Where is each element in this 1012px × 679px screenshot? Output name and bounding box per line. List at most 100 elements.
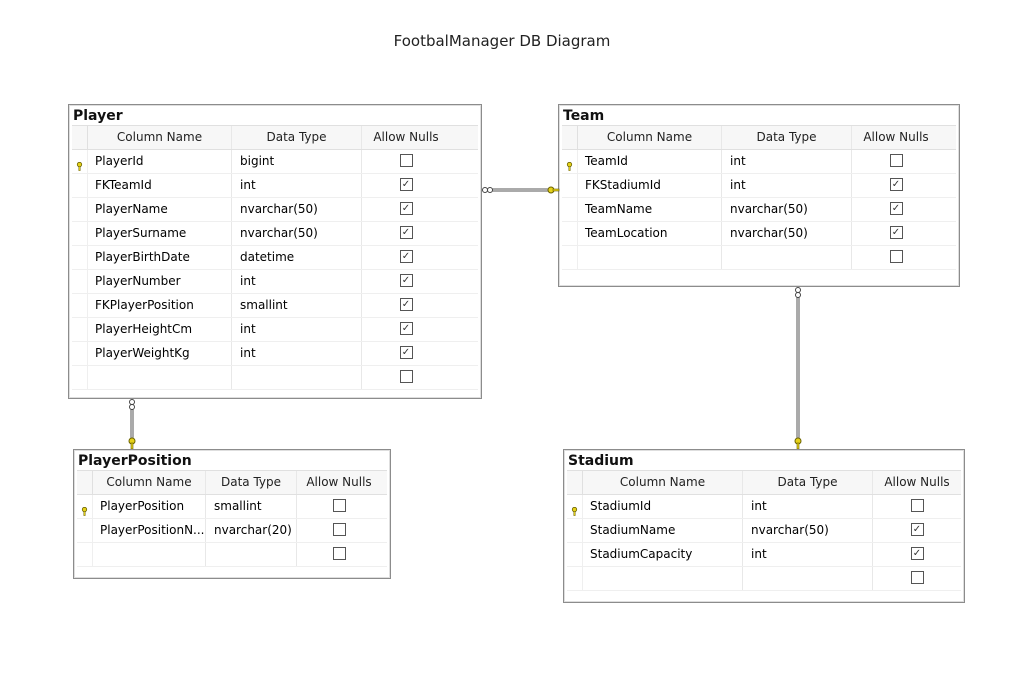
allow-nulls-checkbox[interactable] <box>910 499 924 512</box>
column-name-cell[interactable]: PlayerWeightKg <box>88 342 232 365</box>
allow-nulls-checkbox[interactable] <box>910 571 924 584</box>
data-type-cell[interactable]: int <box>232 342 362 365</box>
row-selector[interactable] <box>72 366 88 389</box>
column-name-cell[interactable]: PlayerSurname <box>88 222 232 245</box>
data-type-cell[interactable]: int <box>722 150 852 173</box>
allow-nulls-checkbox[interactable]: ✓ <box>910 547 924 560</box>
data-type-cell[interactable] <box>232 366 362 389</box>
table-row[interactable] <box>567 567 961 591</box>
column-name-cell[interactable]: TeamId <box>578 150 722 173</box>
data-type-cell[interactable]: bigint <box>232 150 362 173</box>
data-type-cell[interactable] <box>722 246 852 269</box>
column-name-cell[interactable]: TeamName <box>578 198 722 221</box>
relationship-team-stadium[interactable] <box>788 285 808 449</box>
column-name-cell[interactable]: PlayerPosition <box>93 495 206 518</box>
allow-nulls-checkbox[interactable] <box>332 499 346 512</box>
data-type-cell[interactable]: nvarchar(50) <box>232 222 362 245</box>
data-type-cell[interactable]: int <box>232 270 362 293</box>
column-name-cell[interactable] <box>93 543 206 566</box>
row-selector[interactable] <box>567 543 583 566</box>
column-name-cell[interactable]: TeamLocation <box>578 222 722 245</box>
row-selector[interactable] <box>562 150 578 173</box>
allow-nulls-checkbox[interactable] <box>889 250 903 263</box>
allow-nulls-checkbox[interactable]: ✓ <box>399 298 413 311</box>
allow-nulls-checkbox[interactable]: ✓ <box>399 178 413 191</box>
allow-nulls-checkbox[interactable] <box>332 523 346 536</box>
data-type-cell[interactable]: smallint <box>206 495 297 518</box>
allow-nulls-checkbox[interactable] <box>399 370 413 383</box>
allow-nulls-checkbox[interactable] <box>332 547 346 560</box>
column-name-cell[interactable]: PlayerName <box>88 198 232 221</box>
data-type-cell[interactable]: int <box>232 318 362 341</box>
table-row[interactable]: PlayerPositionN...nvarchar(20) <box>77 519 387 543</box>
row-selector[interactable] <box>77 495 93 518</box>
table-row[interactable] <box>72 366 478 390</box>
allow-nulls-checkbox[interactable]: ✓ <box>399 322 413 335</box>
column-name-cell[interactable]: StadiumName <box>583 519 743 542</box>
data-type-cell[interactable]: smallint <box>232 294 362 317</box>
allow-nulls-checkbox[interactable]: ✓ <box>889 178 903 191</box>
column-name-cell[interactable] <box>88 366 232 389</box>
column-name-cell[interactable]: StadiumId <box>583 495 743 518</box>
row-selector[interactable] <box>77 543 93 566</box>
row-selector[interactable] <box>567 495 583 518</box>
data-type-cell[interactable]: nvarchar(50) <box>722 198 852 221</box>
column-name-cell[interactable]: PlayerHeightCm <box>88 318 232 341</box>
allow-nulls-checkbox[interactable]: ✓ <box>399 274 413 287</box>
row-selector[interactable] <box>562 198 578 221</box>
row-selector[interactable] <box>72 318 88 341</box>
data-type-cell[interactable]: nvarchar(20) <box>206 519 297 542</box>
data-type-cell[interactable]: int <box>743 543 873 566</box>
row-selector[interactable] <box>562 222 578 245</box>
table-title[interactable]: Stadium <box>568 453 634 469</box>
row-selector[interactable] <box>72 342 88 365</box>
row-selector[interactable] <box>72 150 88 173</box>
row-selector[interactable] <box>72 246 88 269</box>
row-selector[interactable] <box>77 519 93 542</box>
data-type-cell[interactable]: int <box>743 495 873 518</box>
table-row[interactable] <box>562 246 956 270</box>
data-type-cell[interactable]: datetime <box>232 246 362 269</box>
allow-nulls-checkbox[interactable]: ✓ <box>910 523 924 536</box>
allow-nulls-checkbox[interactable]: ✓ <box>889 226 903 239</box>
column-name-cell[interactable]: PlayerNumber <box>88 270 232 293</box>
column-name-cell[interactable]: FKStadiumId <box>578 174 722 197</box>
data-type-cell[interactable]: nvarchar(50) <box>743 519 873 542</box>
allow-nulls-checkbox[interactable]: ✓ <box>889 202 903 215</box>
allow-nulls-checkbox[interactable] <box>889 154 903 167</box>
column-name-cell[interactable]: FKTeamId <box>88 174 232 197</box>
row-selector[interactable] <box>567 519 583 542</box>
column-name-cell[interactable]: PlayerBirthDate <box>88 246 232 269</box>
column-name-cell[interactable]: FKPlayerPosition <box>88 294 232 317</box>
row-selector[interactable] <box>562 174 578 197</box>
data-type-cell[interactable]: nvarchar(50) <box>232 198 362 221</box>
column-name-cell[interactable]: StadiumCapacity <box>583 543 743 566</box>
column-name-cell[interactable] <box>583 567 743 590</box>
allow-nulls-checkbox[interactable]: ✓ <box>399 226 413 239</box>
data-type-cell[interactable] <box>206 543 297 566</box>
allow-nulls-checkbox[interactable]: ✓ <box>399 202 413 215</box>
row-selector[interactable] <box>72 198 88 221</box>
allow-nulls-checkbox[interactable] <box>399 154 413 167</box>
column-name-cell[interactable]: PlayerId <box>88 150 232 173</box>
data-type-cell[interactable]: int <box>722 174 852 197</box>
table-title[interactable]: Player <box>73 108 123 124</box>
data-type-cell[interactable]: nvarchar(50) <box>722 222 852 245</box>
table-row[interactable] <box>77 543 387 567</box>
allow-nulls-checkbox[interactable]: ✓ <box>399 250 413 263</box>
row-selector[interactable] <box>72 270 88 293</box>
row-selector[interactable] <box>72 174 88 197</box>
